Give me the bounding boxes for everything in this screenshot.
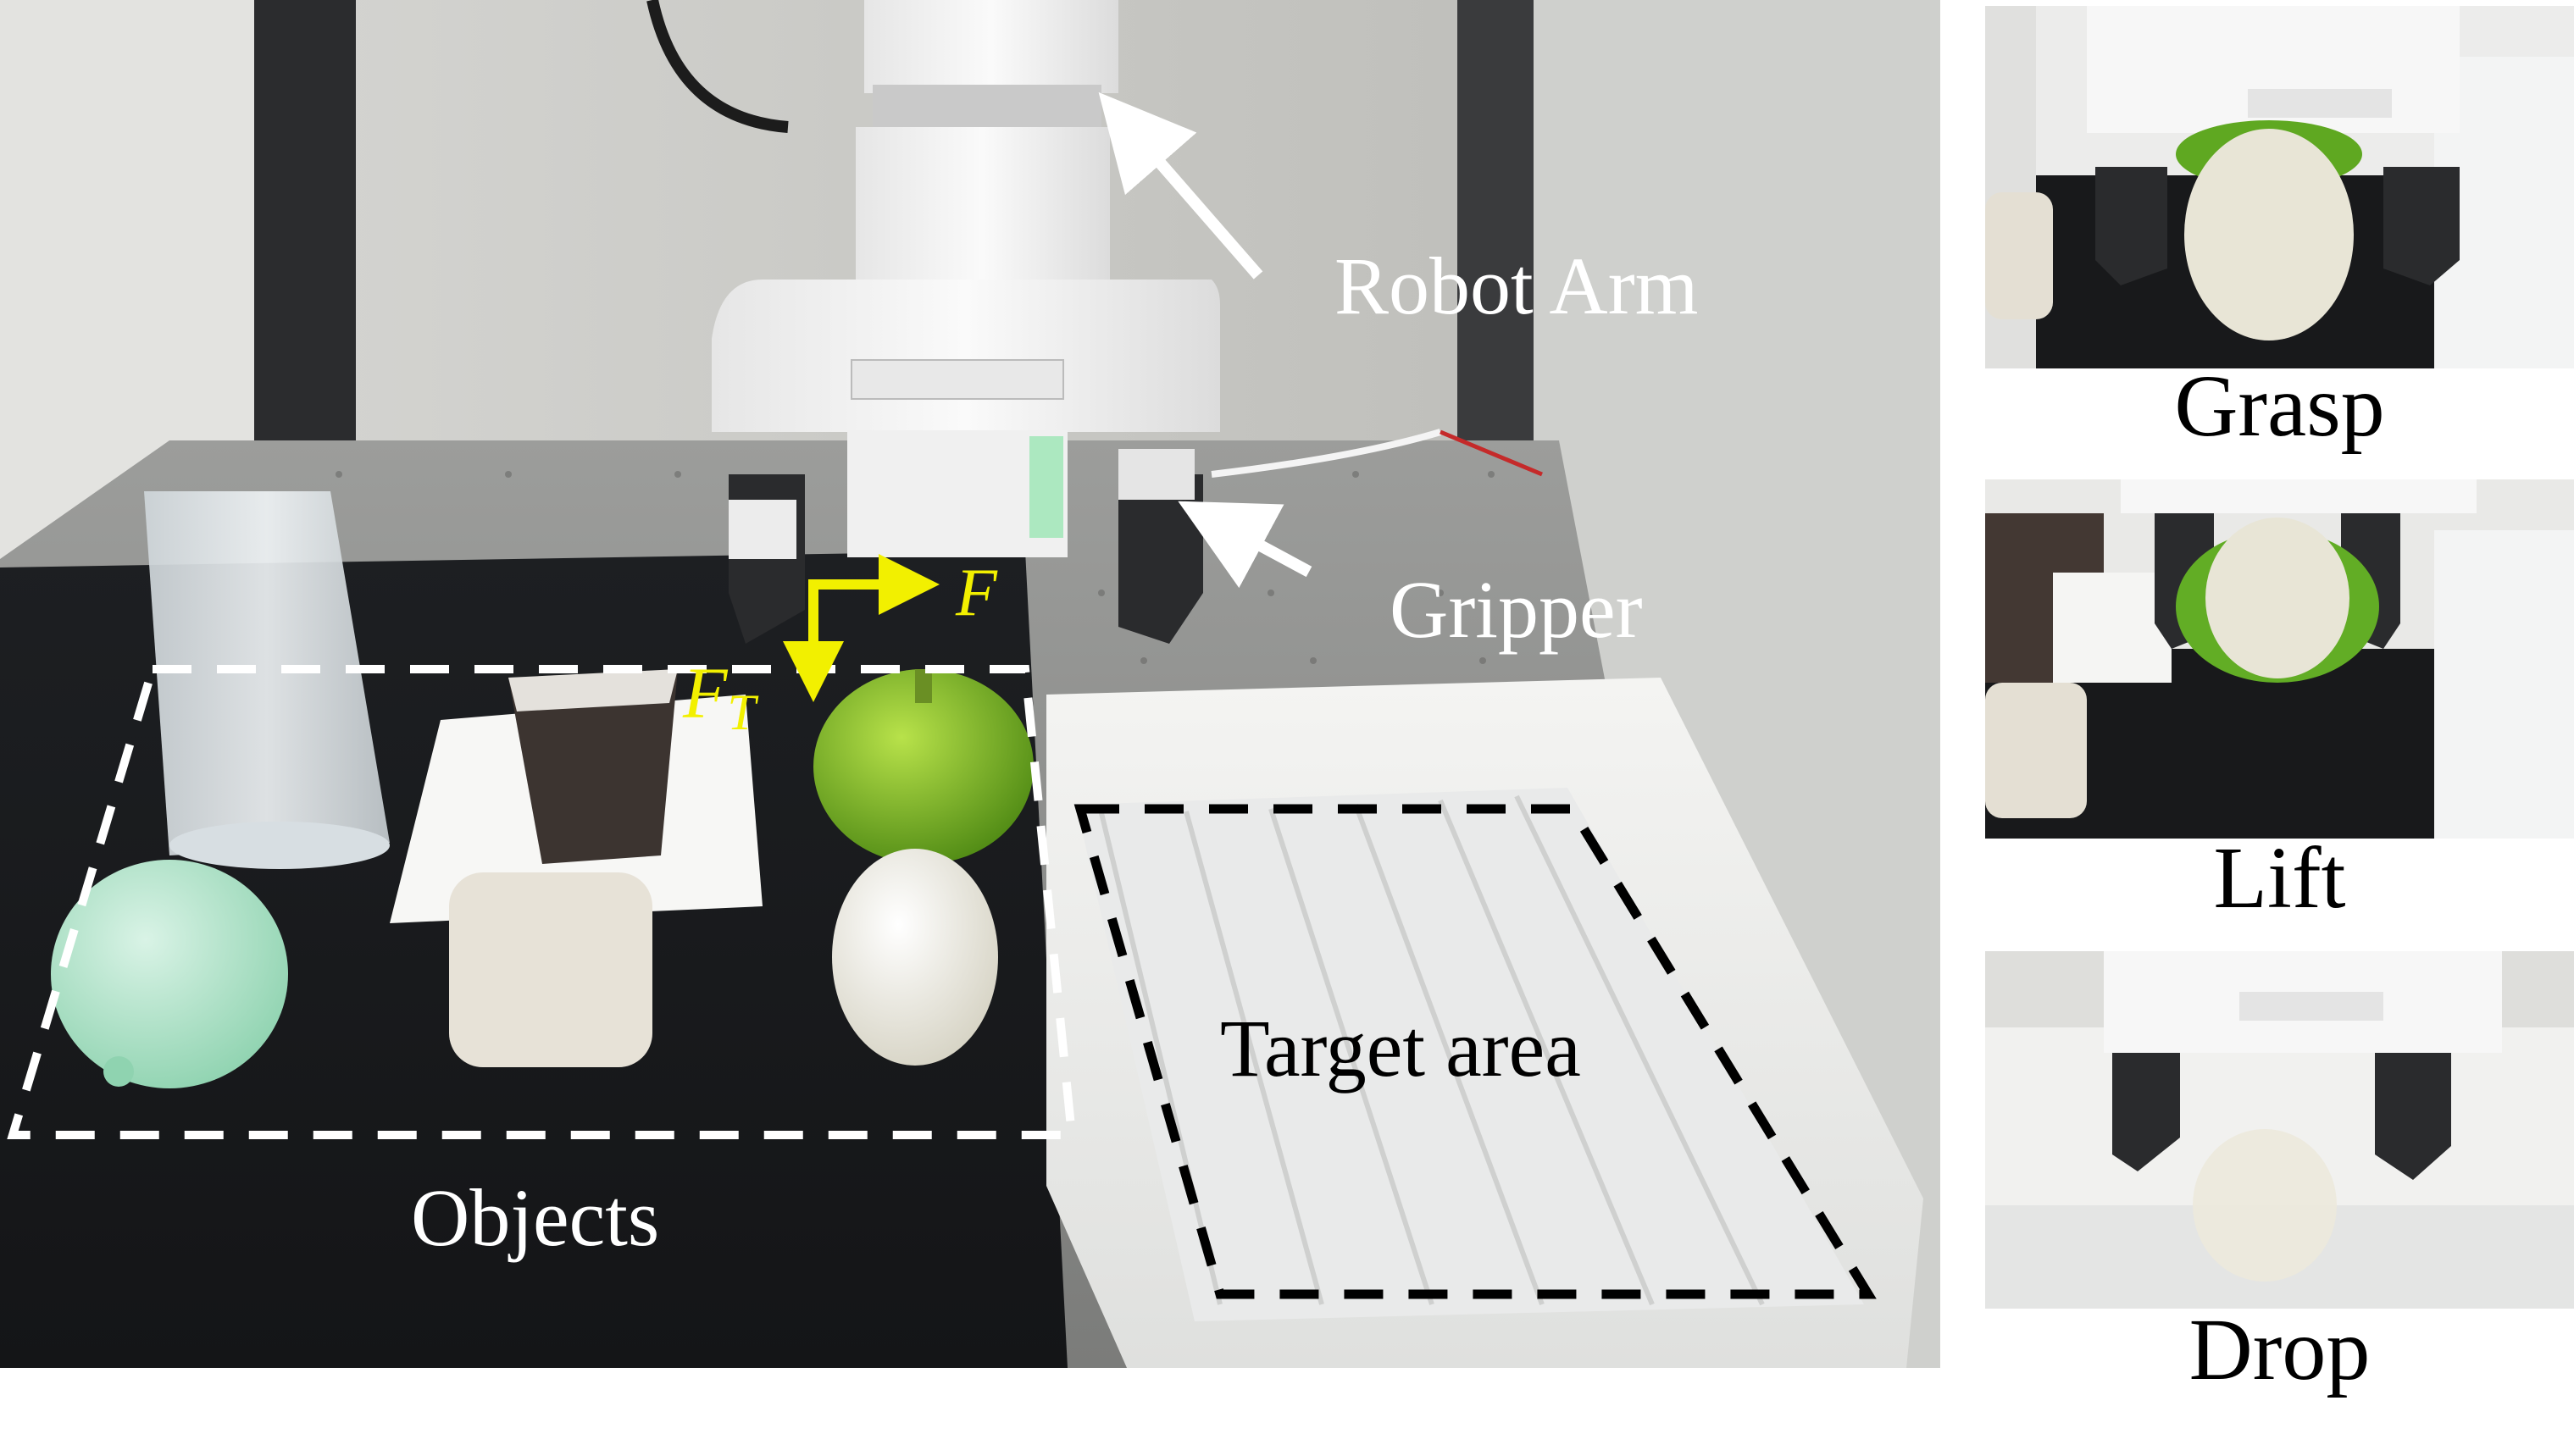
target-area-label: Target area — [1220, 1003, 1581, 1093]
objects-dashed-region — [7, 665, 1077, 1139]
robot-arm-label: Robot Arm — [1334, 241, 1699, 331]
force-ft-subscript: T — [727, 684, 756, 740]
gripper-arrow — [1178, 501, 1312, 589]
main-photo-scene — [0, 0, 1940, 1368]
grasp-panel-photo — [1985, 6, 2574, 368]
lift-panel-photo — [1985, 479, 2574, 839]
lift-caption: Lift — [2213, 829, 2346, 927]
objects-label: Objects — [411, 1172, 660, 1263]
drop-caption: Drop — [2188, 1301, 2371, 1398]
drop-panel-photo — [1985, 951, 2574, 1309]
gripper-label: Gripper — [1390, 564, 1643, 655]
grasp-caption: Grasp — [2174, 357, 2385, 455]
annotation-overlay — [7, 91, 1877, 1299]
force-f-arrow — [808, 554, 940, 652]
robot-arm-arrow — [1098, 91, 1263, 280]
force-ft-main: F — [683, 652, 728, 734]
target-area-dashed-region — [1073, 804, 1877, 1299]
main-photo — [0, 0, 1940, 1368]
force-f-label: F — [956, 556, 997, 630]
force-ft-label: FT — [683, 656, 756, 738]
